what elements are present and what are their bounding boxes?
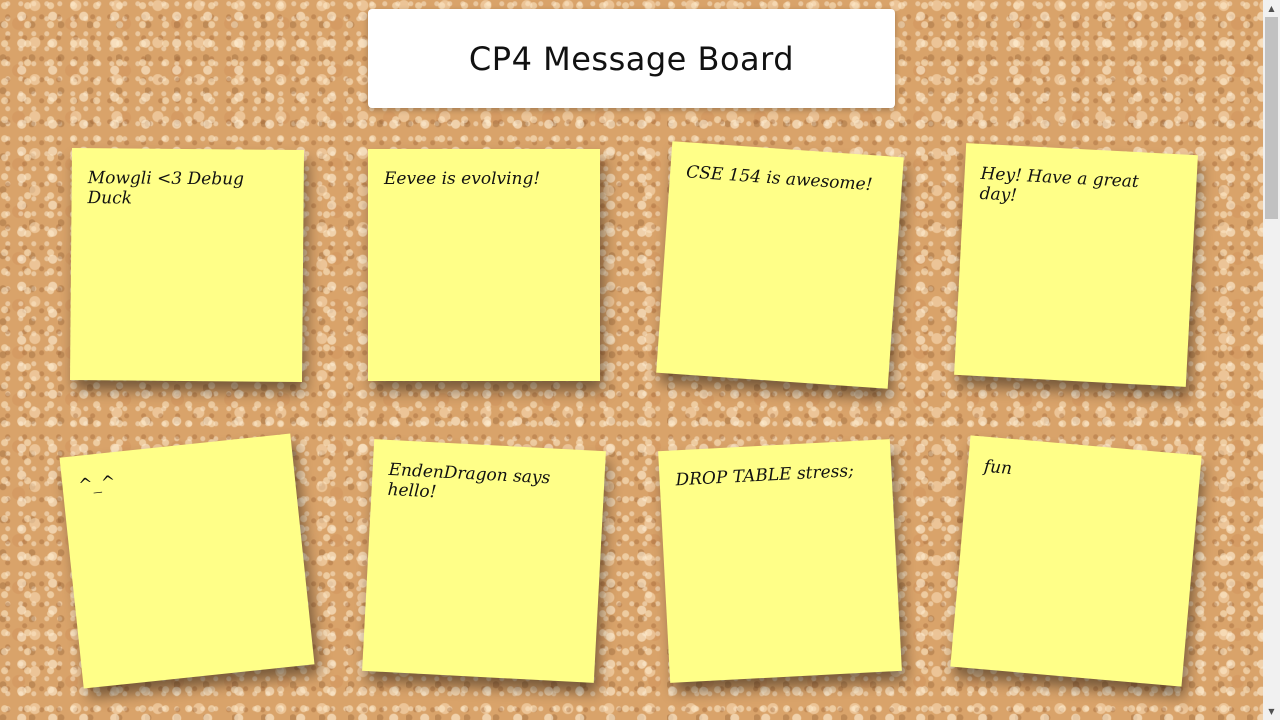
note-text: CSE 154 is awesome! [685, 162, 874, 196]
note-text: Eevee is evolving! [384, 169, 541, 189]
note-text: fun [983, 456, 1013, 480]
sticky-note[interactable]: EndenDragon says hello! [362, 439, 606, 683]
scrollbar-thumb[interactable] [1265, 17, 1278, 219]
sticky-note[interactable]: CSE 154 is awesome! [656, 141, 904, 389]
scroll-up-arrow-icon[interactable]: ▲ [1268, 4, 1275, 13]
sticky-note[interactable]: ^_^ [59, 433, 315, 689]
sticky-note[interactable]: Hey! Have a great day! [954, 143, 1198, 387]
header-card: CP4 Message Board [368, 9, 895, 108]
note-text: Hey! Have a great day! [979, 163, 1140, 207]
sticky-note[interactable]: Mowgli <3 Debug Duck [69, 147, 305, 383]
sticky-note[interactable]: Eevee is evolving! [368, 149, 600, 381]
note-text: Mowgli <3 Debug Duck [87, 168, 245, 209]
note-text: ^_^ [77, 472, 117, 496]
note-text: DROP TABLE stress; [675, 461, 855, 491]
scroll-down-arrow-icon[interactable]: ▼ [1268, 707, 1275, 716]
page-title: CP4 Message Board [468, 39, 795, 78]
sticky-note[interactable]: DROP TABLE stress; [658, 439, 902, 683]
sticky-note[interactable]: fun [950, 435, 1202, 687]
note-text: EndenDragon says hello! [387, 459, 551, 503]
vertical-scrollbar[interactable]: ▲ ▼ [1263, 0, 1280, 720]
